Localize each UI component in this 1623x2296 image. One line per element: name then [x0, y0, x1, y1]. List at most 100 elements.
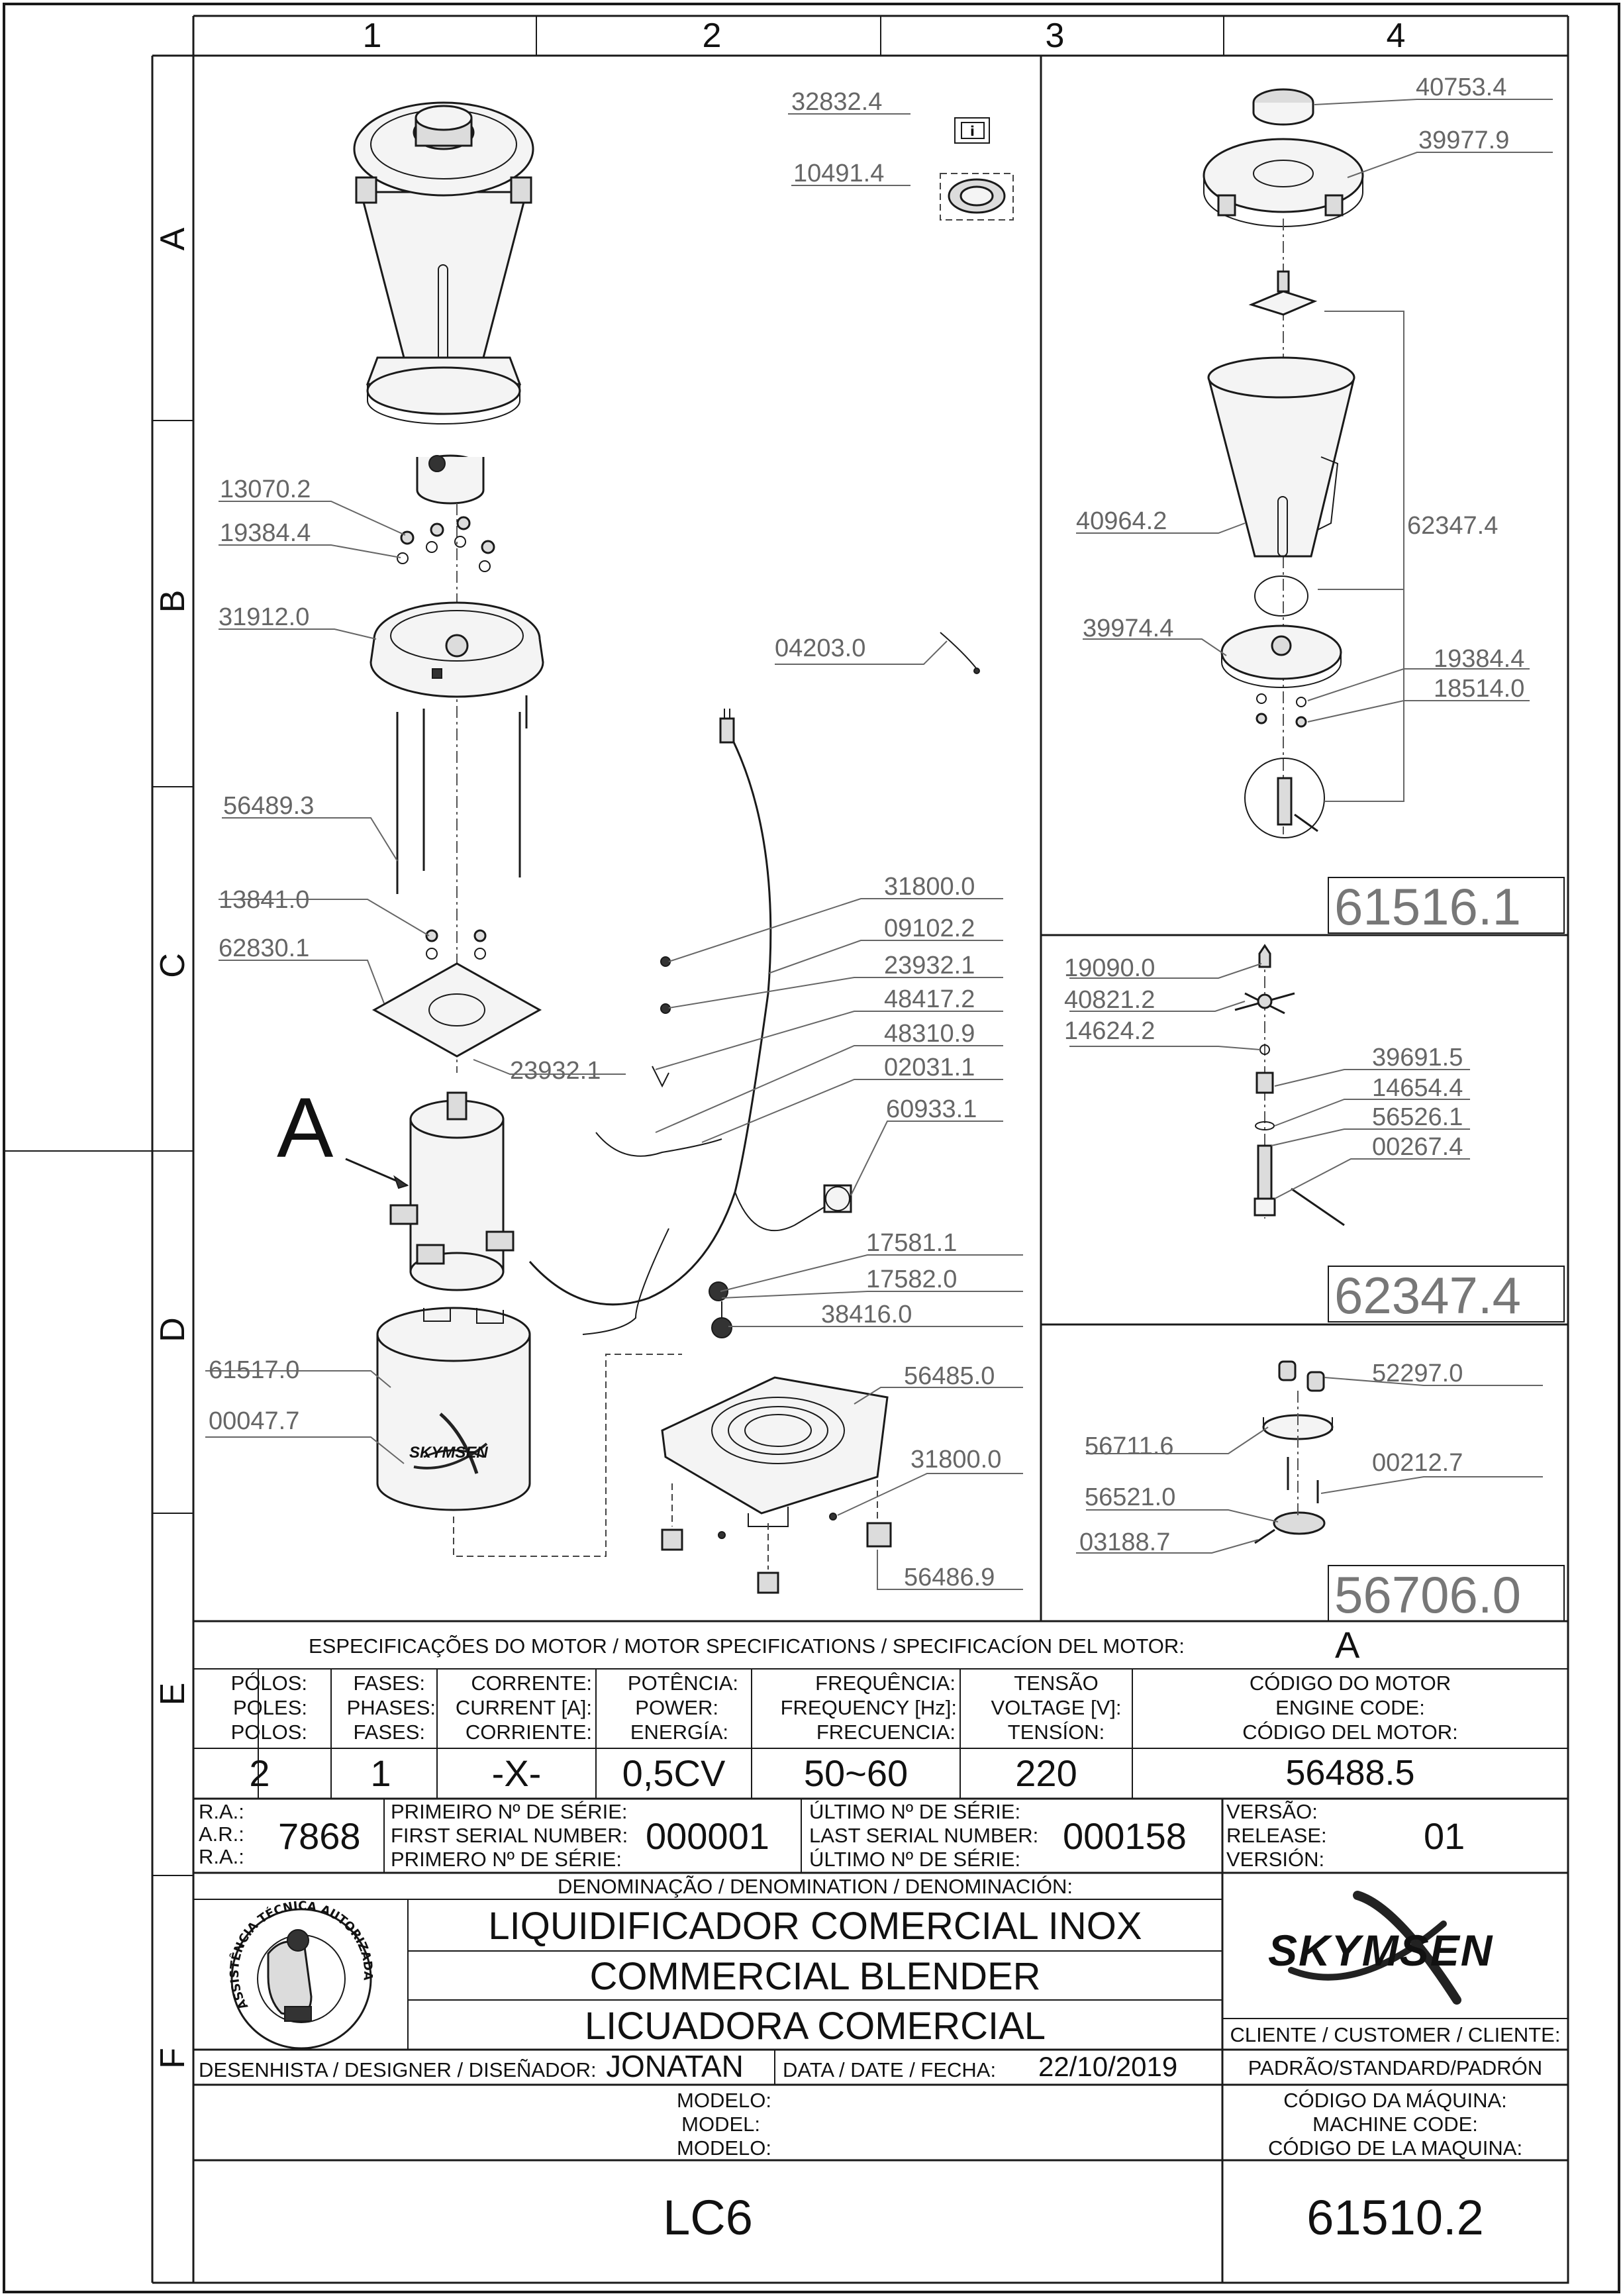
row-label-D: D [154, 1317, 192, 1342]
part-31800-b: 31800.0 [910, 1446, 1002, 1473]
part-56485: 56485.0 [904, 1362, 995, 1390]
hdr-frequency-2: FRECUENCIA: [816, 1721, 956, 1744]
part-38416: 38416.0 [821, 1301, 912, 1328]
last-serial-label-2: ÚLTIMO Nº DE SÉRIE: [809, 1848, 1021, 1871]
part-40753: 40753.4 [1416, 74, 1507, 101]
panel-label-coupling: 56706.0 [1334, 1566, 1521, 1624]
screws-and-washers [397, 516, 495, 572]
hdr-voltage-2: TENSÍON: [1007, 1721, 1105, 1744]
denomination-line-2: COMMERCIAL BLENDER [589, 1955, 1041, 1998]
motor-spec-letter: A [1335, 1624, 1360, 1666]
brand-name: SKYMSEN [1268, 1926, 1494, 1975]
skymsen-logo-small [413, 1413, 488, 1474]
first-serial-value: 000001 [646, 1815, 769, 1857]
hdr-voltage-1: VOLTAGE [V]: [991, 1696, 1122, 1719]
part-61517: 61517.0 [209, 1356, 300, 1384]
wiring-harness [528, 632, 980, 1338]
designer-label: DESENHISTA / DESIGNER / DISEÑADOR: [199, 2058, 597, 2081]
row-label-E: E [154, 1682, 192, 1706]
info-plate-icon: i [954, 117, 990, 144]
sheet-border [3, 3, 1620, 2293]
part-56486: 56486.9 [904, 1564, 995, 1591]
row-label-B: B [154, 589, 192, 613]
denomination-line-3: LICUADORA COMERCIAL [584, 2005, 1046, 2048]
part-03188: 03188.7 [1079, 1528, 1171, 1556]
model-value: LC6 [663, 2190, 753, 2245]
part-18514: 18514.0 [1434, 675, 1525, 703]
part-14654: 14654.4 [1372, 1074, 1463, 1102]
col-label-2: 2 [702, 17, 722, 55]
hdr-phases-0: FASES: [353, 1672, 425, 1695]
hdr-poles-2: POLOS: [230, 1721, 307, 1744]
hdr-poles-1: POLES: [233, 1696, 307, 1719]
jar-assembly-drawing [1203, 88, 1404, 838]
part-48417: 48417.2 [884, 985, 975, 1013]
hdr-engine-code-0: CÓDIGO DO MOTOR [1249, 1672, 1451, 1695]
model-label-2: MODELO: [677, 2136, 771, 2160]
part-02031: 02031.1 [884, 1054, 975, 1081]
base-plate [371, 929, 542, 1058]
blender-jar-exploded [353, 101, 534, 424]
svg-text:i: i [970, 123, 975, 139]
part-56526: 56526.1 [1372, 1103, 1463, 1131]
ra-label-1: A.R.: [199, 1822, 244, 1846]
date-value: 22/10/2019 [1038, 2051, 1178, 2082]
machine-code-label-2: CÓDIGO DE LA MAQUINA: [1267, 2136, 1523, 2160]
part-14624: 14624.2 [1064, 1017, 1156, 1045]
panel-label-blade: 62347.4 [1334, 1266, 1521, 1324]
part-60933: 60933.1 [886, 1095, 977, 1123]
part-00047: 00047.7 [209, 1407, 300, 1435]
part-04203: 04203.0 [775, 634, 866, 662]
hdr-power-2: ENERGÍA: [630, 1721, 728, 1744]
part-19384-a: 19384.4 [220, 519, 311, 547]
last-serial-label-0: ÚLTIMO Nº DE SÉRIE: [809, 1800, 1021, 1823]
designer-name: JONATAN [606, 2049, 744, 2083]
motor-callout-letter: A [277, 1081, 334, 1175]
date-label: DATA / DATE / FECHA: [783, 2058, 997, 2081]
part-31912: 31912.0 [219, 603, 310, 631]
row-label-F: F [154, 2048, 192, 2069]
spec-current: -X- [491, 1752, 542, 1794]
skymsen-logo [1288, 1891, 1461, 2005]
part-32832: 32832.4 [791, 88, 883, 116]
hdr-current-1: CURRENT [A]: [455, 1696, 592, 1719]
model-label-1: MODEL: [681, 2113, 760, 2136]
part-19384-b: 19384.4 [1434, 645, 1525, 673]
version-value: 01 [1424, 1815, 1465, 1857]
first-serial-label-1: FIRST SERIAL NUMBER: [391, 1824, 628, 1847]
row-label-C: C [154, 953, 192, 978]
part-23932-a: 23932.1 [510, 1057, 601, 1085]
ra-value: 7868 [278, 1815, 361, 1857]
part-40964: 40964.2 [1076, 507, 1167, 535]
coupling-assembly-drawing [1254, 1360, 1334, 1544]
denomination-label: DENOMINAÇÃO / DENOMINATION / DENOMINACIÓ… [558, 1875, 1073, 1898]
part-23932-b: 23932.1 [884, 952, 975, 979]
hdr-phases-2: FASES: [353, 1721, 425, 1744]
tie-rods [396, 695, 528, 894]
part-17582: 17582.0 [866, 1266, 958, 1293]
col-label-3: 3 [1045, 17, 1065, 55]
part-13070: 13070.2 [220, 475, 311, 503]
part-52297: 52297.0 [1372, 1360, 1463, 1387]
hdr-engine-code-2: CÓDIGO DEL MOTOR: [1242, 1721, 1458, 1744]
machine-code-label-1: MACHINE CODE: [1312, 2113, 1478, 2136]
part-39691: 39691.5 [1372, 1044, 1463, 1072]
client-value: PADRÃO/STANDARD/PADRÓN [1248, 2056, 1543, 2079]
spec-engine-code: 56488.5 [1285, 1753, 1415, 1793]
hdr-voltage-0: TENSÃO [1014, 1672, 1099, 1695]
machine-code-label-0: CÓDIGO DA MÁQUINA: [1283, 2089, 1507, 2112]
motor-A [345, 1091, 515, 1291]
first-serial-label-2: PRIMERO Nº DE SÉRIE: [391, 1848, 622, 1871]
part-56521: 56521.0 [1085, 1483, 1176, 1511]
part-56711: 56711.6 [1085, 1432, 1174, 1460]
title-block-grid [193, 1620, 1568, 2283]
row-label-A: A [154, 227, 192, 251]
version-label-2: VERSIÓN: [1226, 1848, 1325, 1871]
part-13841: 13841.0 [219, 886, 310, 914]
client-label: CLIENTE / CUSTOMER / CLIENTE: [1230, 2023, 1561, 2046]
last-serial-value: 000158 [1063, 1815, 1187, 1857]
part-62830: 62830.1 [219, 934, 310, 962]
col-label-4: 4 [1386, 17, 1406, 55]
